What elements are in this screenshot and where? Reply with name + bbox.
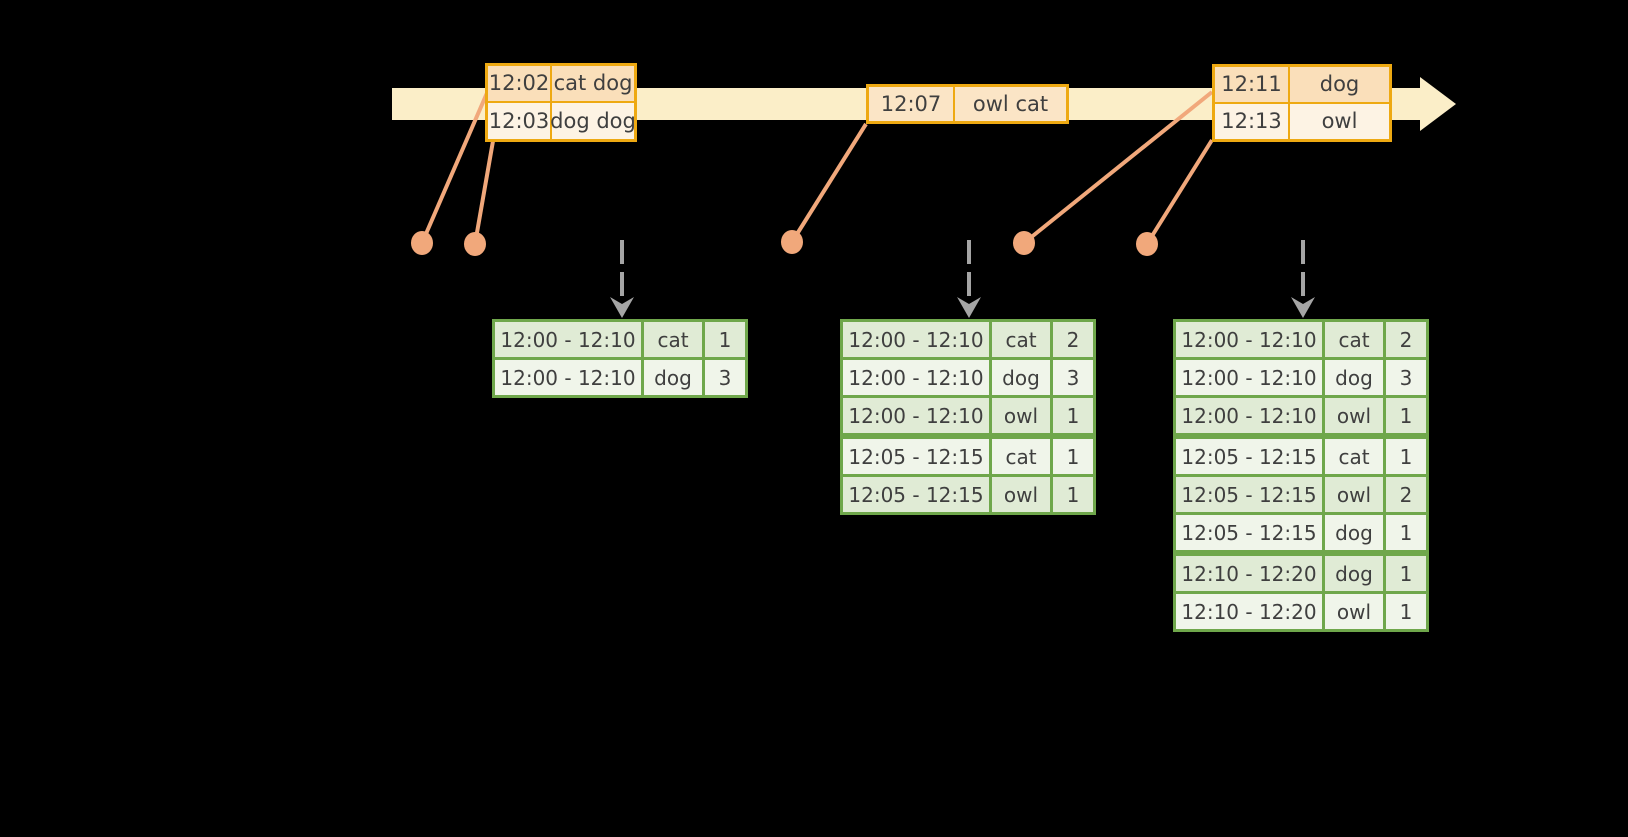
window-cell: 12:10 - 12:20: [1176, 594, 1322, 629]
window-cell: 12:00 - 12:10: [843, 322, 989, 357]
window-cell: 12:05 - 12:15: [843, 477, 989, 512]
event-words: dog: [1290, 67, 1389, 102]
count-cell: 2: [1386, 322, 1426, 357]
event-dot: [1136, 232, 1158, 256]
word-cell: dog: [1325, 515, 1383, 550]
table-row: 12:10 - 12:20 dog 1: [1176, 556, 1426, 591]
word-cell: owl: [1325, 477, 1383, 512]
trigger-arrowhead: [1291, 297, 1315, 318]
count-cell: 2: [1386, 477, 1426, 512]
event-connector-lines: [420, 90, 1214, 246]
event-box-1207: 12:07 owl cat: [866, 84, 1069, 124]
event-time: 12:13: [1215, 104, 1288, 139]
word-cell: cat: [992, 439, 1050, 474]
event-dot: [464, 232, 486, 256]
event-dot: [781, 230, 803, 254]
event-dots: [411, 230, 1158, 256]
window-cell: 12:10 - 12:20: [1176, 556, 1322, 591]
table-row: 12:05 - 12:15 owl 2: [1176, 477, 1426, 512]
table-row: 12:00 - 12:10 owl 1: [1176, 398, 1426, 433]
count-cell: 1: [1053, 398, 1093, 433]
word-cell: cat: [992, 322, 1050, 357]
word-cell: owl: [1325, 398, 1383, 433]
table-row: 12:05 - 12:15 cat 1: [1176, 439, 1426, 474]
result-table-1: 12:00 - 12:10 cat 1 12:00 - 12:10 dog 3: [492, 319, 748, 398]
table-row: 12:00 - 12:10 cat 2: [1176, 322, 1426, 357]
event-words: cat dog: [552, 66, 634, 101]
count-cell: 1: [1386, 398, 1426, 433]
table-row: 12:10 - 12:20 owl 1: [1176, 594, 1426, 629]
table-row: 12:00 - 12:10 dog 3: [843, 360, 1093, 395]
table-row: 12:00 - 12:10 dog 3: [1176, 360, 1426, 395]
event-words: owl: [1290, 104, 1389, 139]
event-words: owl cat: [955, 87, 1066, 121]
count-cell: 3: [1053, 360, 1093, 395]
window-cell: 12:00 - 12:10: [843, 398, 989, 433]
count-cell: 2: [1053, 322, 1093, 357]
word-cell: dog: [1325, 360, 1383, 395]
timeline-arrowhead: [1420, 77, 1456, 131]
word-cell: owl: [992, 398, 1050, 433]
window-cell: 12:05 - 12:15: [843, 439, 989, 474]
window-cell: 12:00 - 12:10: [843, 360, 989, 395]
word-cell: owl: [992, 477, 1050, 512]
count-cell: 1: [1386, 439, 1426, 474]
result-table-2: 12:00 - 12:10 cat 2 12:00 - 12:10 dog 3 …: [840, 319, 1096, 515]
window-cell: 12:00 - 12:10: [1176, 322, 1322, 357]
count-cell: 3: [705, 360, 745, 395]
window-cell: 12:00 - 12:10: [1176, 398, 1322, 433]
trigger-arrowheads: [610, 297, 1315, 318]
table-row: 12:00 - 12:10 cat 2: [843, 322, 1093, 357]
table-row: 12:00 - 12:10 cat 1: [495, 322, 745, 357]
event-time: 12:02: [488, 66, 550, 101]
count-cell: 1: [1386, 594, 1426, 629]
word-cell: dog: [1325, 556, 1383, 591]
table-row: 12:00 - 12:10 owl 1: [843, 398, 1093, 433]
event-connector-line: [1022, 90, 1214, 245]
event-connector-line: [1145, 138, 1214, 246]
word-cell: cat: [644, 322, 702, 357]
word-cell: dog: [992, 360, 1050, 395]
count-cell: 1: [1386, 556, 1426, 591]
count-cell: 1: [1053, 477, 1093, 512]
event-box-1211-1213: 12:11 dog 12:13 owl: [1212, 64, 1392, 142]
table-row: 12:05 - 12:15 cat 1: [843, 439, 1093, 474]
count-cell: 3: [1386, 360, 1426, 395]
event-connector-line: [790, 122, 868, 244]
word-cell: cat: [1325, 322, 1383, 357]
window-cell: 12:05 - 12:15: [1176, 515, 1322, 550]
event-connector-line: [420, 92, 489, 244]
window-cell: 12:05 - 12:15: [1176, 477, 1322, 512]
count-cell: 1: [1053, 439, 1093, 474]
table-row: 12:05 - 12:15 dog 1: [1176, 515, 1426, 550]
event-dot: [411, 231, 433, 255]
word-cell: cat: [1325, 439, 1383, 474]
window-cell: 12:00 - 12:10: [495, 360, 641, 395]
word-cell: owl: [1325, 594, 1383, 629]
table-row: 12:05 - 12:15 owl 1: [843, 477, 1093, 512]
event-dot: [1013, 231, 1035, 255]
trigger-arrowhead: [957, 297, 981, 318]
count-cell: 1: [1386, 515, 1426, 550]
event-time: 12:07: [869, 87, 953, 121]
trigger-arrow-stems: [620, 240, 1305, 297]
window-cell: 12:00 - 12:10: [495, 322, 641, 357]
window-cell: 12:05 - 12:15: [1176, 439, 1322, 474]
event-box-1202-1203: 12:02 cat dog 12:03 dog dog: [485, 63, 637, 142]
event-words: dog dog: [550, 103, 636, 139]
event-connector-line: [473, 140, 495, 245]
event-time: 12:03: [488, 103, 550, 139]
trigger-arrowhead: [610, 297, 634, 318]
event-time: 12:11: [1215, 67, 1288, 102]
result-table-3: 12:00 - 12:10 cat 2 12:00 - 12:10 dog 3 …: [1173, 319, 1429, 632]
window-cell: 12:00 - 12:10: [1176, 360, 1322, 395]
table-row: 12:00 - 12:10 dog 3: [495, 360, 745, 395]
count-cell: 1: [705, 322, 745, 357]
word-cell: dog: [644, 360, 702, 395]
